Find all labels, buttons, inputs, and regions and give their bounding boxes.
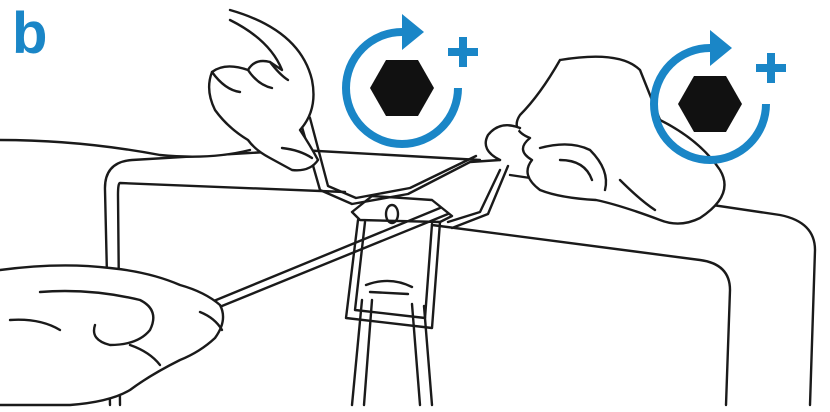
rotate-clockwise-tighten-icon [346, 14, 478, 144]
hand-top-right [486, 57, 725, 224]
step-label: b [12, 2, 47, 66]
hand-bottom-left [0, 265, 223, 405]
hand-top-left [0, 10, 318, 170]
mount-bracket [346, 196, 452, 405]
